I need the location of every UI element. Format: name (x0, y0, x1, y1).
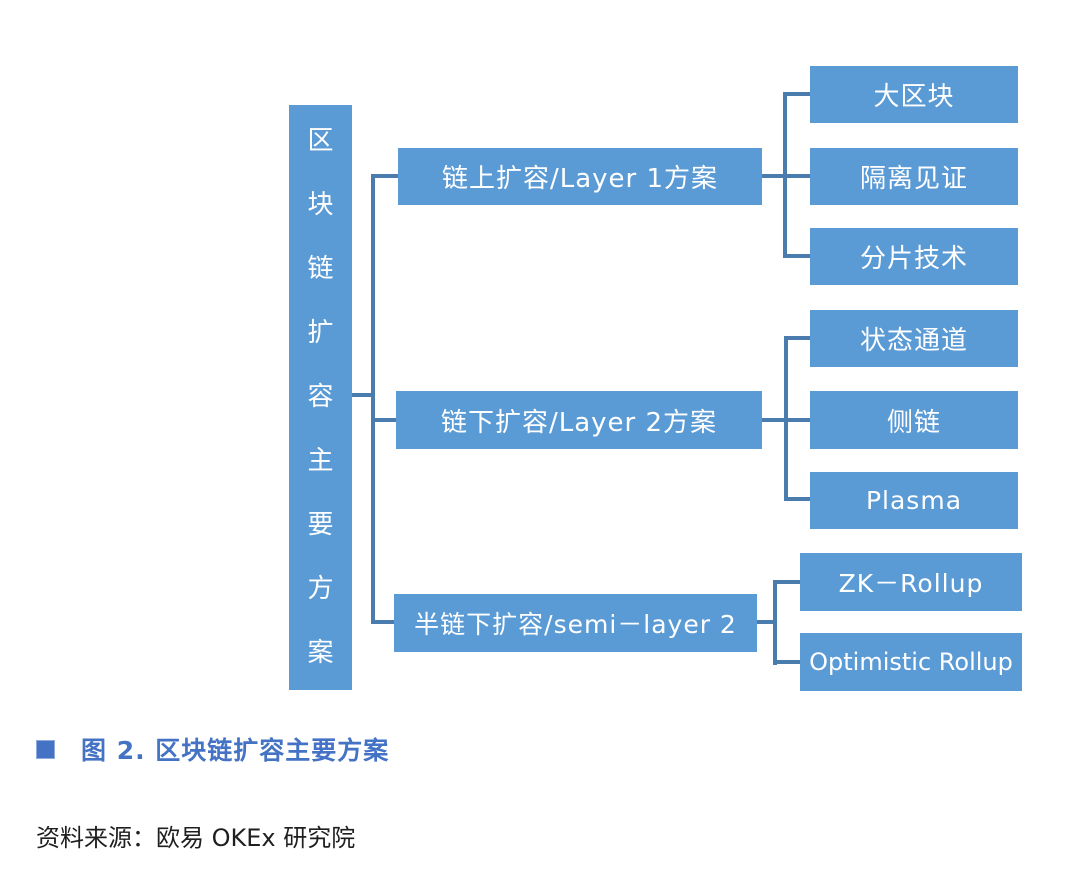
connector-g2-top-stub (788, 336, 810, 340)
connector-g3-bottom-stub (777, 660, 800, 664)
connector-g2-bottom-stub (788, 497, 810, 501)
connector-g3-trunk (773, 580, 777, 665)
leaf-node-sidechains: 侧链 (810, 391, 1018, 449)
root-node-blockchain-scaling: 区块链扩容主要方案 (289, 105, 352, 690)
leaf-node-plasma: Plasma (810, 472, 1018, 529)
connector-g2-trunk (784, 336, 788, 501)
figure-caption: 图 2. 区块链扩容主要方案 (36, 731, 389, 767)
leaf-node-segwit: 隔离见证 (810, 148, 1018, 205)
branch-node-layer2: 链下扩容/Layer 2方案 (396, 391, 762, 449)
source-attribution: 资料来源：欧易 OKEx 研究院 (36, 824, 356, 852)
leaf-node-big-blocks: 大区块 (810, 66, 1018, 123)
figure-caption-text: 图 2. 区块链扩容主要方案 (81, 736, 390, 765)
leaf-node-zk-rollup: ZK－Rollup (800, 553, 1022, 611)
leaf-node-optimistic-rollup: Optimistic Rollup (800, 633, 1022, 691)
connector-branch2-stub (375, 418, 396, 422)
branch-node-semi-layer2: 半链下扩容/semi－layer 2 (394, 594, 757, 652)
leaf-node-state-channels: 状态通道 (810, 310, 1018, 367)
connector-main-trunk (371, 174, 375, 624)
connector-branch1-stub (375, 174, 398, 178)
connector-g1-bottom-stub (787, 254, 810, 258)
connector-g3-top-stub (777, 580, 800, 584)
branch-node-layer1: 链上扩容/Layer 1方案 (398, 148, 762, 205)
connector-root-stub (352, 393, 371, 397)
connector-branch3-stub (375, 620, 394, 624)
connector-g1-trunk (783, 92, 787, 258)
leaf-node-sharding: 分片技术 (810, 228, 1018, 285)
connector-g1-top-stub (787, 92, 810, 96)
square-bullet-icon (36, 739, 55, 759)
connector-g3-in (757, 620, 773, 624)
